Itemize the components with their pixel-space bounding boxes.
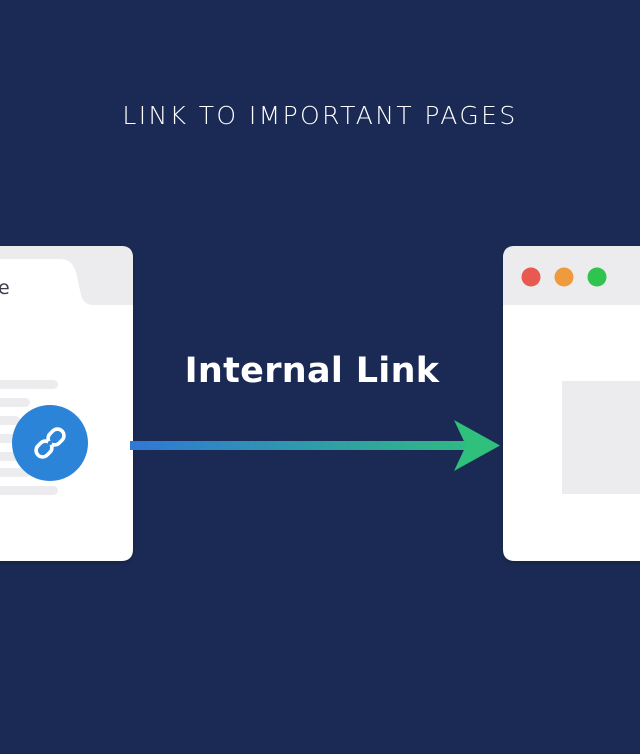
source-page: e [0, 246, 133, 561]
arrow-shaft [130, 441, 475, 450]
minimize-dot-icon [554, 267, 574, 287]
source-page-card [0, 246, 133, 561]
internal-link-arrow [130, 420, 500, 471]
target-browser-window [503, 246, 640, 561]
source-page-tab [0, 246, 133, 305]
arrow-head [454, 420, 500, 471]
source-page-title: e [0, 277, 10, 299]
close-dot-icon [521, 267, 541, 287]
link-badge [12, 405, 88, 481]
source-page-text-lines [0, 380, 58, 495]
browser-content-block [562, 381, 640, 494]
maximize-dot-icon [587, 267, 607, 287]
internal-link-label: Internal Link [184, 351, 440, 391]
page-heading: LINK TO IMPORTANT PAGES [122, 101, 518, 130]
